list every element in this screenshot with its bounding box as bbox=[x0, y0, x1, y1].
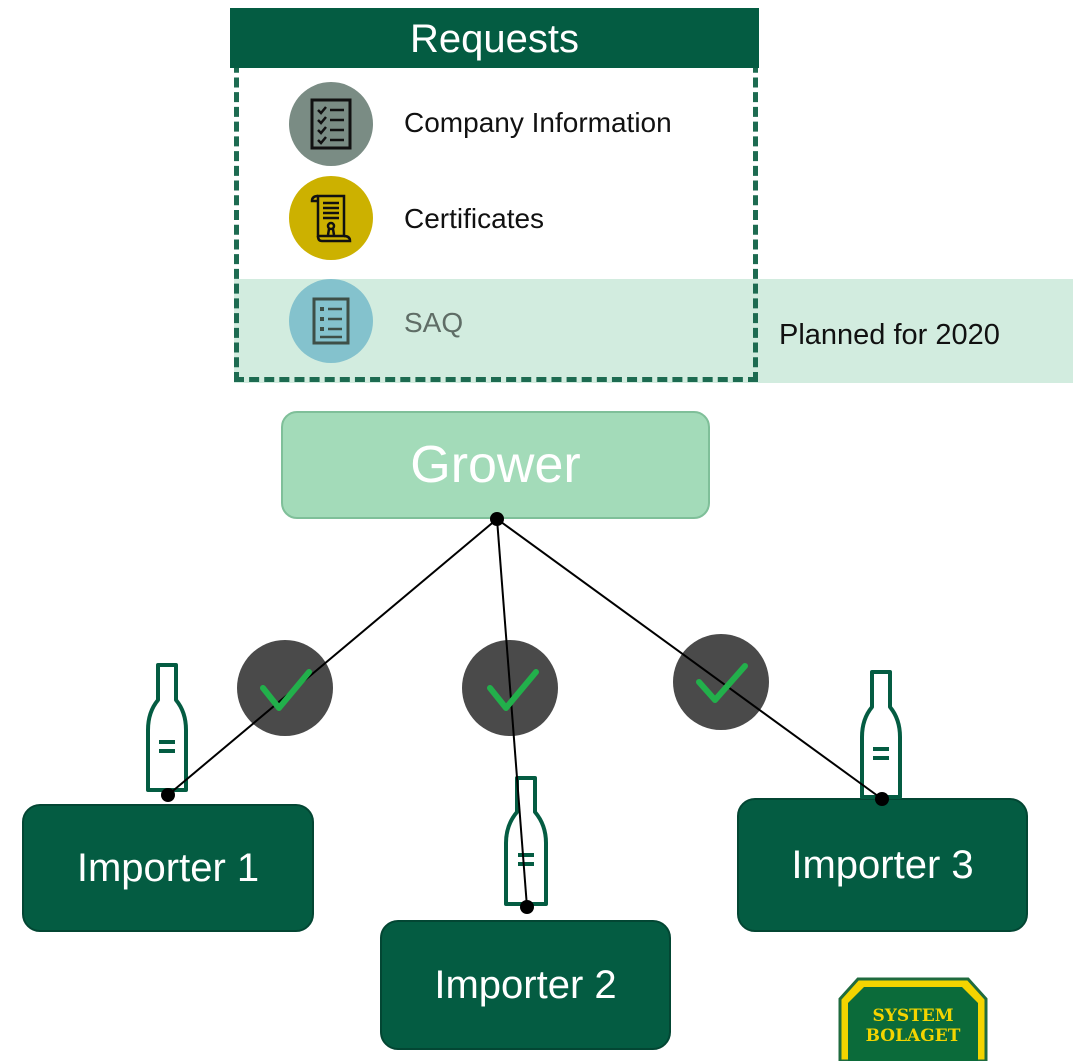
checklist-icon bbox=[289, 82, 373, 166]
request-item-certificates: Certificates bbox=[404, 203, 545, 234]
grower-node: Grower bbox=[281, 411, 710, 519]
wine-bottle-icon bbox=[504, 776, 548, 906]
connector-line-importer-3 bbox=[496, 518, 883, 800]
logo-line-1: SYSTEM bbox=[872, 1006, 953, 1026]
request-item-company-information: Company Information bbox=[404, 107, 672, 138]
request-item-saq: SAQ bbox=[404, 307, 464, 338]
systembolaget-logo: SYSTEM BOLAGET bbox=[838, 977, 988, 1061]
questionnaire-icon bbox=[289, 279, 373, 363]
importer-1-node: Importer 1 bbox=[22, 804, 314, 932]
connector-dot bbox=[875, 792, 889, 806]
connector-line-importer-2 bbox=[496, 518, 528, 908]
connector-dot bbox=[490, 512, 504, 526]
approved-check-badge bbox=[237, 640, 333, 736]
check-mark-icon bbox=[696, 663, 748, 703]
importer-2-node: Importer 2 bbox=[380, 920, 671, 1050]
check-mark-icon bbox=[487, 669, 539, 711]
connector-dot bbox=[161, 788, 175, 802]
wine-bottle-icon bbox=[146, 663, 188, 792]
requests-title: Requests bbox=[230, 8, 759, 68]
requests-dashed-frame bbox=[234, 48, 758, 382]
planned-note: Planned for 2020 bbox=[779, 319, 1000, 351]
certificate-scroll-icon bbox=[289, 176, 373, 260]
check-mark-icon bbox=[260, 669, 312, 711]
connector-line-importer-1 bbox=[167, 518, 498, 796]
importer-3-node: Importer 3 bbox=[737, 798, 1028, 932]
logo-line-2: BOLAGET bbox=[866, 1026, 961, 1046]
wine-bottle-icon bbox=[860, 670, 902, 799]
connector-dot bbox=[520, 900, 534, 914]
planned-highlight-band bbox=[234, 279, 1073, 383]
